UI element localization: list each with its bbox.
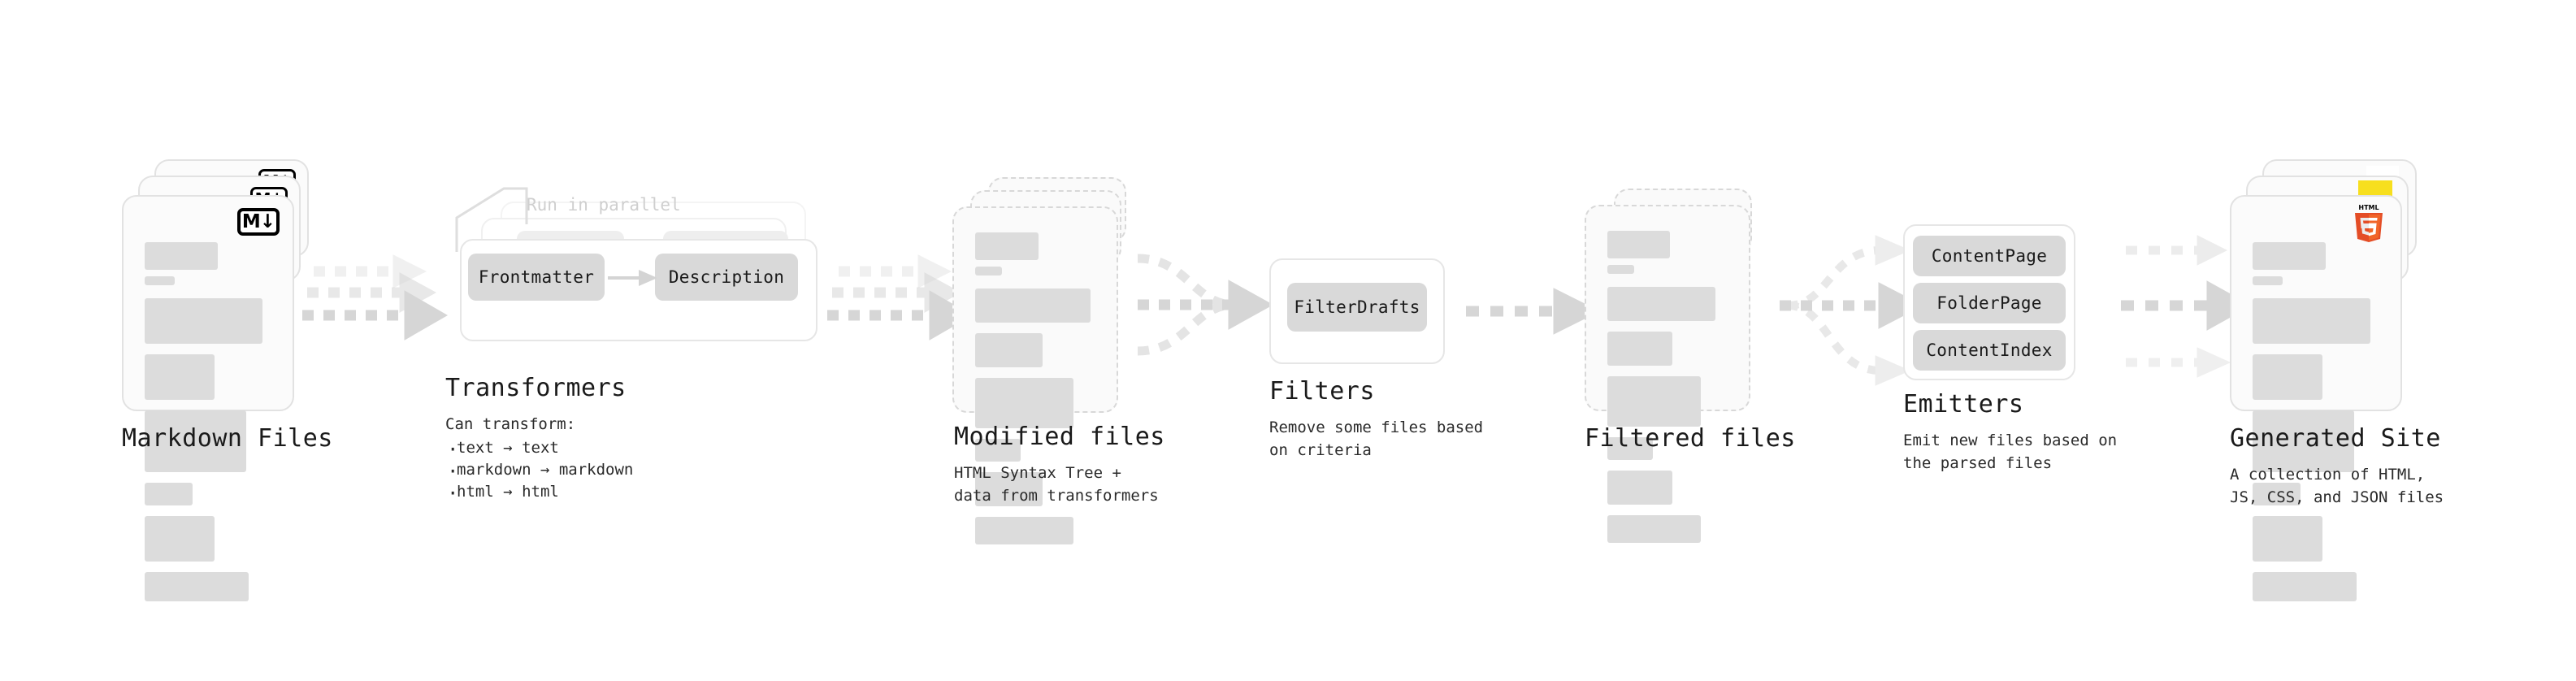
content-bar xyxy=(145,516,215,562)
transformers-label-group: Transformers Can transform: text → text … xyxy=(445,374,787,507)
generated-site-description: A collection of HTML, JS, CSS, and JSON … xyxy=(2230,466,2444,506)
filtered-file-card-front xyxy=(1585,205,1750,543)
markdown-files-title: Markdown Files xyxy=(122,424,333,453)
content-bar xyxy=(2253,572,2357,601)
content-bar xyxy=(145,483,193,505)
filtered-files-label-group: Filtered files xyxy=(1585,424,1853,453)
content-bar xyxy=(2253,298,2371,344)
content-bar xyxy=(1607,437,1654,460)
filters-title: Filters xyxy=(1269,377,1375,406)
modified-files-description: HTML Syntax Tree + data from transformer… xyxy=(954,464,1159,505)
emitter-chip-contentindex[interactable]: ContentIndex xyxy=(1913,330,2066,371)
filters-description: Remove some files based on criteria xyxy=(1269,419,1484,459)
content-bar xyxy=(975,288,1091,323)
file-content-bars xyxy=(145,242,271,612)
generated-site-title: Generated Site xyxy=(2230,424,2441,453)
transformer-chip-frontmatter[interactable]: Frontmatter xyxy=(468,254,605,301)
content-bar xyxy=(145,242,219,270)
transformers-item: text → text xyxy=(445,436,787,463)
content-bar xyxy=(2253,516,2322,562)
content-bar xyxy=(975,472,1043,506)
content-bar xyxy=(145,354,215,400)
transformer-chip-label: Description xyxy=(668,267,785,287)
modified-files-title: Modified files xyxy=(954,423,1165,451)
content-bar xyxy=(2253,483,2301,505)
transformers-item: html → html xyxy=(445,479,787,507)
content-bar xyxy=(2253,410,2354,472)
transformer-chip-description[interactable]: Description xyxy=(655,254,798,301)
content-bar xyxy=(145,276,176,285)
transformers-intro: Can transform: xyxy=(445,415,576,433)
modified-files-stack xyxy=(952,177,1139,544)
filter-chip-filterdrafts[interactable]: FilterDrafts xyxy=(1287,283,1427,332)
arrow-markdown-to-transformers xyxy=(302,254,449,340)
transformers-stage: Frontmatter Description xyxy=(445,187,819,359)
file-content-bars xyxy=(975,232,1095,555)
emitters-stage: ContentPage FolderPage ContentIndex xyxy=(1903,224,2075,380)
content-bar xyxy=(975,378,1074,428)
content-bar xyxy=(975,517,1074,544)
markdown-file-card-front: M↓ xyxy=(122,195,294,601)
transformer-chip-label: Frontmatter xyxy=(478,267,595,287)
modified-files-label-group: Modified files HTML Syntax Tree + data f… xyxy=(954,423,1230,507)
content-bar xyxy=(145,298,263,344)
generated-site-label-group: Generated Site A collection of HTML, JS,… xyxy=(2230,424,2506,509)
generated-site-card-front: HTML xyxy=(2230,195,2402,601)
emitter-chip-label: ContentPage xyxy=(1931,246,2048,266)
content-bar xyxy=(2253,354,2322,400)
content-bar xyxy=(1607,287,1716,321)
filtered-files-stack xyxy=(1585,189,1772,543)
html5-icon: HTML xyxy=(2350,203,2387,249)
content-bar xyxy=(2253,242,2327,270)
file-content-bars xyxy=(1607,231,1728,553)
content-bar xyxy=(145,410,246,472)
filters-stage: FilterDrafts xyxy=(1269,258,1445,364)
content-bar xyxy=(1607,515,1702,543)
content-bar xyxy=(1607,231,1670,258)
content-bar xyxy=(1607,376,1702,427)
markdown-files-label-group: Markdown Files xyxy=(122,424,390,453)
modified-file-card-front xyxy=(952,206,1118,544)
transformers-capability-list: Can transform: text → text markdown → ma… xyxy=(445,414,787,507)
content-bar xyxy=(975,232,1039,260)
emitters-label-group: Emitters Emit new files based on the par… xyxy=(1903,390,2171,475)
filters-label-group: Filters Remove some files based on crite… xyxy=(1269,377,1529,462)
content-bar xyxy=(975,267,1002,275)
content-bar xyxy=(1607,332,1672,366)
filter-chip-label: FilterDrafts xyxy=(1294,297,1420,317)
html5-icon-svg: HTML xyxy=(2355,204,2383,242)
content-bar xyxy=(975,439,1021,462)
file-content-bars xyxy=(2253,242,2379,612)
emitter-chip-folderpage[interactable]: FolderPage xyxy=(1913,283,2066,323)
emitter-chip-label: ContentIndex xyxy=(1926,340,2053,360)
emitters-description: Emit new files based on the parsed files xyxy=(1903,432,2118,472)
run-in-parallel-note: Run in parallel xyxy=(527,195,681,215)
content-bar xyxy=(975,333,1043,367)
content-bar xyxy=(145,572,249,601)
content-bar xyxy=(2253,276,2283,285)
emitters-title: Emitters xyxy=(1903,390,2024,419)
generated-site-stack: CSS JS HTML xyxy=(2230,159,2425,601)
markdown-files-stack: M↓ M↓ M↓ xyxy=(122,159,317,601)
content-bar xyxy=(1607,471,1672,505)
content-bar xyxy=(1607,265,1634,274)
transformers-item: markdown → markdown xyxy=(445,458,787,485)
emitter-chip-contentpage[interactable]: ContentPage xyxy=(1913,236,2066,276)
markdown-icon-front: M↓ xyxy=(237,208,280,236)
emitter-chip-label: FolderPage xyxy=(1936,293,2042,313)
transformers-title: Transformers xyxy=(445,374,627,402)
svg-text:HTML: HTML xyxy=(2358,204,2379,211)
filtered-files-title: Filtered files xyxy=(1585,424,1796,453)
